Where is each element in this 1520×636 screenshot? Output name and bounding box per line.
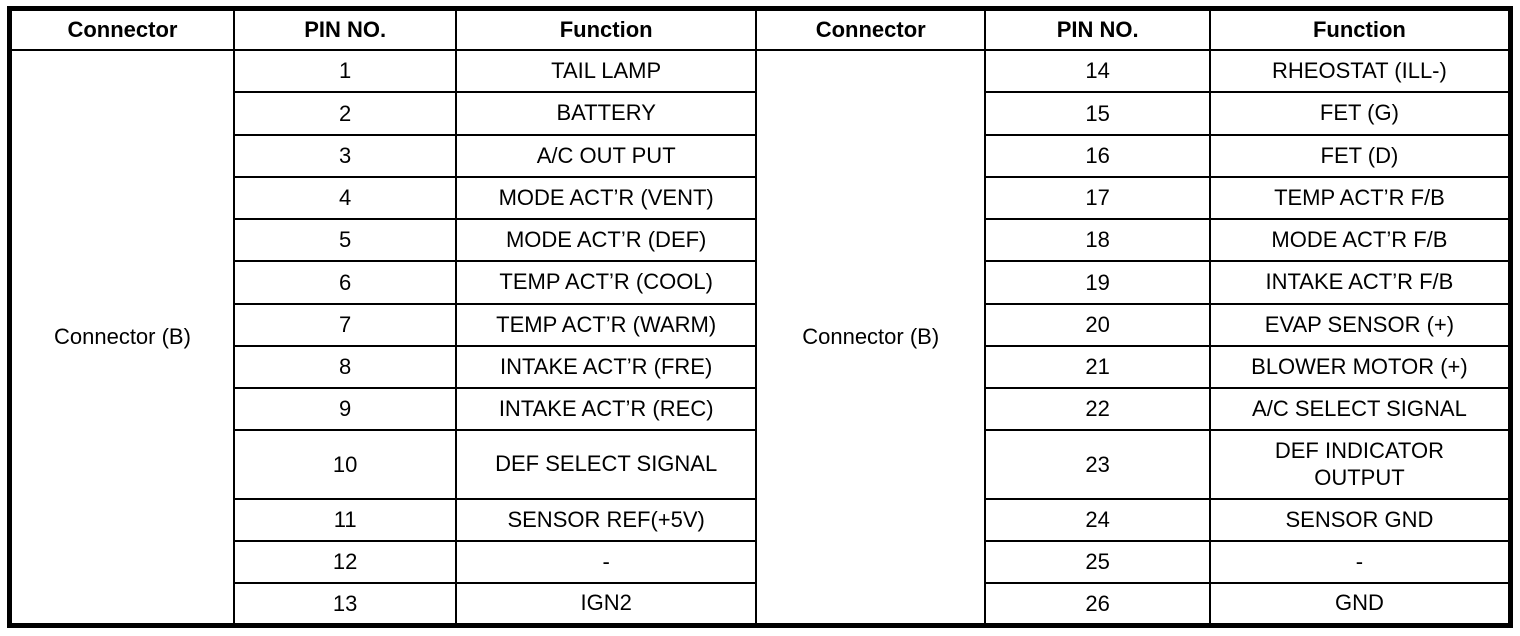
function-cell: SENSOR GND — [1208, 497, 1512, 542]
function-cell: INTAKE ACT’R (FRE) — [455, 344, 757, 390]
pin-cell: 6 — [232, 260, 458, 305]
function-cell: EVAP SENSOR (+) — [1208, 302, 1512, 347]
function-cell: A/C OUT PUT — [455, 133, 757, 178]
table-row: 5 MODE ACT’R (DEF) 18 MODE ACT’R F/B — [10, 218, 1512, 263]
function-cell: MODE ACT’R (VENT) — [455, 175, 757, 221]
pin-cell: 5 — [232, 218, 458, 263]
connector-cell-right: Connector (B) — [754, 49, 987, 627]
function-cell: FET (D) — [1208, 133, 1512, 178]
header-cell-connector-right: Connector — [754, 7, 987, 52]
pin-cell: 12 — [232, 539, 458, 585]
function-cell: BATTERY — [455, 91, 757, 136]
pin-cell: 19 — [984, 260, 1211, 305]
pin-cell: 9 — [232, 387, 458, 432]
pin-cell: 2 — [232, 91, 458, 136]
pin-cell: 26 — [984, 582, 1211, 627]
header-cell-pin-right: PIN NO. — [984, 7, 1211, 52]
pin-cell: 23 — [984, 429, 1211, 500]
pin-cell: 25 — [984, 539, 1211, 585]
table-row: 10 DEF SELECT SIGNAL 23 DEF INDICATOR OU… — [10, 429, 1512, 500]
pin-cell: 21 — [984, 344, 1211, 390]
pin-cell: 8 — [232, 344, 458, 390]
pin-cell: 13 — [232, 582, 458, 627]
pin-assignment-table: Connector PIN NO. Function Connector PIN… — [7, 6, 1513, 628]
function-cell: FET (G) — [1208, 91, 1512, 136]
pin-cell: 14 — [984, 49, 1211, 94]
function-cell: DEF INDICATOR OUTPUT — [1208, 429, 1512, 500]
function-cell: TEMP ACT’R (COOL) — [455, 260, 757, 305]
table-row: 13 IGN2 26 GND — [10, 582, 1512, 627]
pin-cell: 22 — [984, 387, 1211, 432]
function-cell: - — [455, 539, 757, 585]
function-cell: BLOWER MOTOR (+) — [1208, 344, 1512, 390]
function-cell: INTAKE ACT’R F/B — [1208, 260, 1512, 305]
function-cell: TAIL LAMP — [455, 49, 757, 94]
pin-cell: 15 — [984, 91, 1211, 136]
function-cell: GND — [1208, 582, 1512, 627]
pin-cell: 16 — [984, 133, 1211, 178]
function-cell: IGN2 — [455, 582, 757, 627]
pin-cell: 20 — [984, 302, 1211, 347]
table-row: 11 SENSOR REF(+5V) 24 SENSOR GND — [10, 497, 1512, 542]
function-cell: INTAKE ACT’R (REC) — [455, 387, 757, 432]
connector-cell-left: Connector (B) — [8, 49, 235, 627]
header-cell-connector-left: Connector — [8, 7, 235, 52]
table-row: 7 TEMP ACT’R (WARM) 20 EVAP SENSOR (+) — [10, 302, 1512, 347]
table-row: 3 A/C OUT PUT 16 FET (D) — [10, 133, 1512, 178]
table-row: 8 INTAKE ACT’R (FRE) 21 BLOWER MOTOR (+) — [10, 344, 1512, 390]
table-header-row: Connector PIN NO. Function Connector PIN… — [8, 7, 1512, 52]
function-cell: A/C SELECT SIGNAL — [1208, 387, 1512, 432]
function-cell: TEMP ACT’R F/B — [1208, 175, 1512, 221]
function-cell: MODE ACT’R (DEF) — [455, 218, 757, 263]
pin-cell: 7 — [232, 302, 458, 347]
table-row: 12 - 25 - — [10, 539, 1512, 585]
table-row: Connector (B) 1 TAIL LAMP Connector (B) … — [8, 49, 1512, 627]
function-cell: DEF SELECT SIGNAL — [455, 429, 757, 500]
pin-cell: 17 — [984, 175, 1211, 221]
function-cell: MODE ACT’R F/B — [1208, 218, 1512, 263]
table-row: 9 INTAKE ACT’R (REC) 22 A/C SELECT SIGNA… — [10, 387, 1512, 432]
header-cell-function-right: Function — [1208, 7, 1512, 52]
pin-cell: 11 — [232, 497, 458, 542]
function-cell: TEMP ACT’R (WARM) — [455, 302, 757, 347]
pin-cell: 10 — [232, 429, 458, 500]
function-cell: SENSOR REF(+5V) — [455, 497, 757, 542]
table-row: 2 BATTERY 15 FET (G) — [10, 91, 1512, 136]
function-cell: - — [1208, 539, 1512, 585]
function-cell: RHEOSTAT (ILL-) — [1208, 49, 1512, 94]
table-row: 6 TEMP ACT’R (COOL) 19 INTAKE ACT’R F/B — [10, 260, 1512, 305]
pin-cell: 1 — [232, 49, 458, 94]
header-cell-function-left: Function — [455, 7, 757, 52]
pin-cell: 18 — [984, 218, 1211, 263]
table-row: 4 MODE ACT’R (VENT) 17 TEMP ACT’R F/B — [10, 175, 1512, 221]
header-cell-pin-left: PIN NO. — [232, 7, 458, 52]
pin-cell: 24 — [984, 497, 1211, 542]
pin-cell: 3 — [232, 133, 458, 178]
pin-cell: 4 — [232, 175, 458, 221]
